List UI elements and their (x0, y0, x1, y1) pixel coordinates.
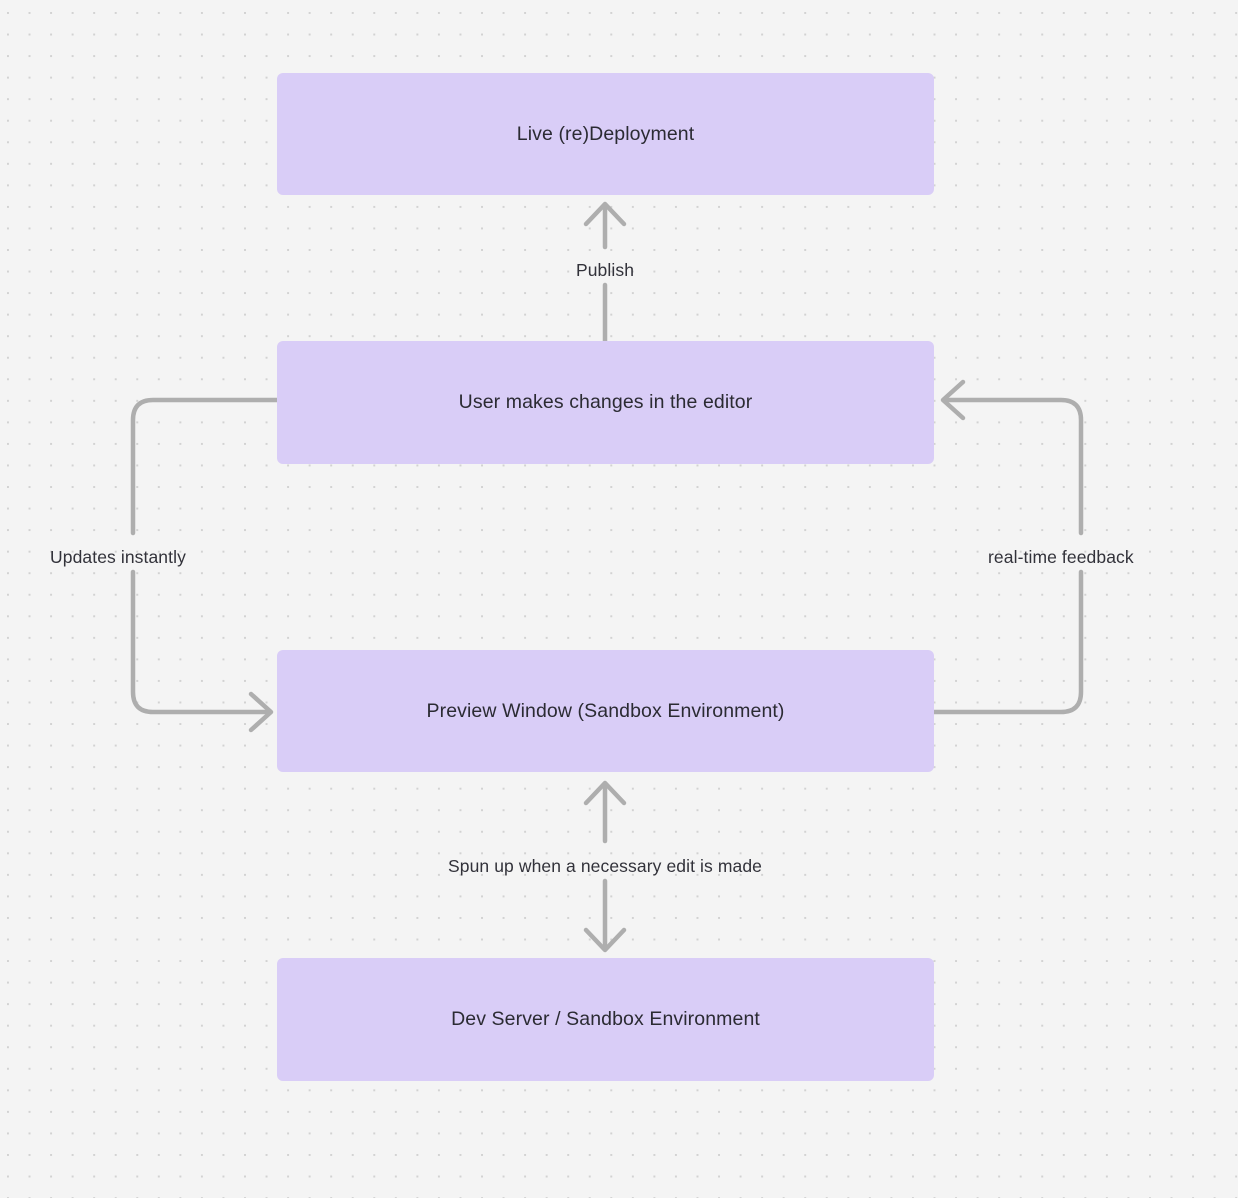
edge-label-publish: Publish (575, 260, 635, 280)
arrowhead-right-icon (248, 691, 274, 733)
node-preview-window-label: Preview Window (Sandbox Environment) (426, 699, 785, 722)
arrowhead-down-icon (583, 927, 627, 953)
node-dev-server[interactable]: Dev Server / Sandbox Environment (277, 958, 934, 1081)
edge-label-updates-instantly: Updates instantly (50, 547, 186, 567)
node-user-makes-changes-label: User makes changes in the editor (458, 391, 753, 414)
node-user-makes-changes[interactable]: User makes changes in the editor (277, 341, 934, 464)
arrowhead-up-icon (583, 201, 627, 227)
edge-label-spun-up: Spun up when a necessary edit is made (447, 856, 763, 876)
node-live-redeployment[interactable]: Live (re)Deployment (277, 73, 934, 195)
edge-label-real-time-feedback: real-time feedback (988, 547, 1134, 567)
arrowhead-up-icon (583, 780, 627, 806)
node-preview-window[interactable]: Preview Window (Sandbox Environment) (277, 650, 934, 772)
node-live-redeployment-label: Live (re)Deployment (516, 122, 695, 145)
arrowhead-left-icon (940, 379, 966, 421)
node-dev-server-label: Dev Server / Sandbox Environment (451, 1008, 760, 1031)
